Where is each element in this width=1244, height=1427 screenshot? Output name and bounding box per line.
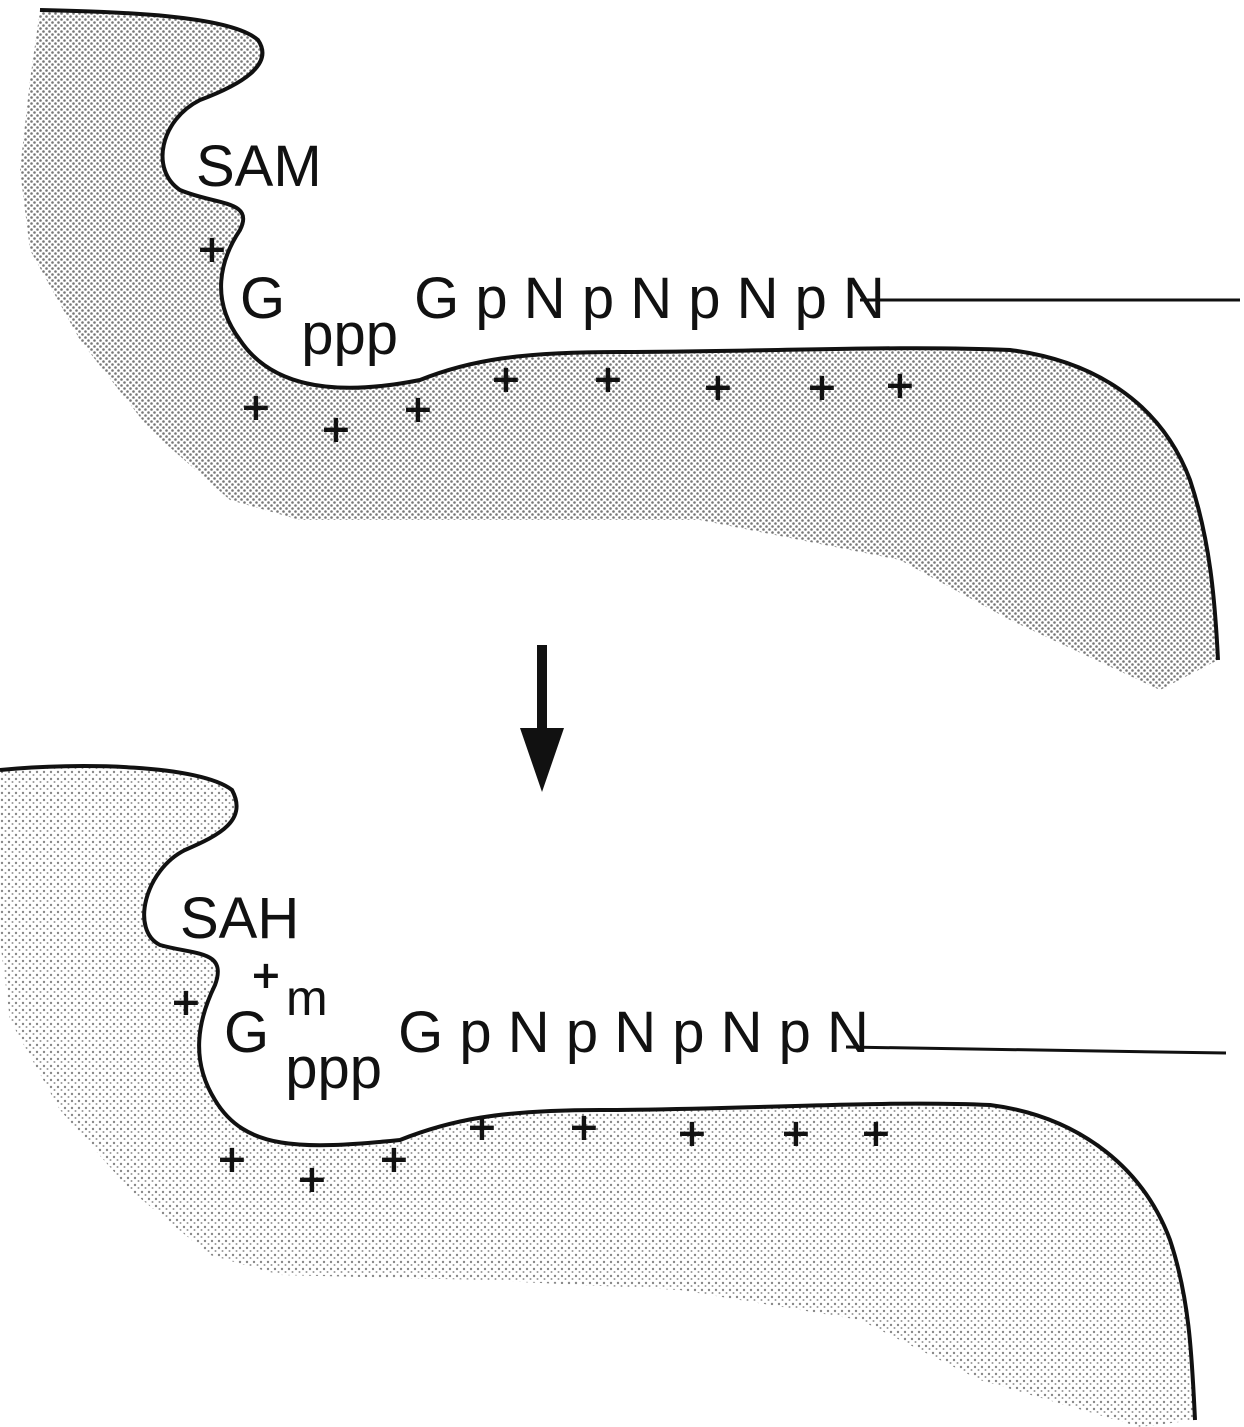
charge-bottom-1: + [170,980,202,1024]
n4-bottom: N [827,1000,869,1065]
n3-bottom: N [721,1000,763,1065]
charge-top-4: + [402,387,434,431]
methyl-charge-bottom: + [250,953,282,997]
charge-top-6: + [592,357,624,401]
n2-bottom: N [614,1000,656,1065]
p4-top: p [795,266,827,331]
charge-top-9: + [884,363,916,407]
n2-top: N [630,266,672,331]
charge-bottom-5: + [466,1105,498,1149]
n1-top: N [524,266,566,331]
charge-bottom-3: + [296,1157,328,1201]
charge-bottom-6: + [568,1105,600,1149]
p4-bottom: p [779,1000,811,1065]
charge-top-2: + [240,385,272,429]
p1-top: p [475,266,507,331]
charge-top-8: + [806,365,838,409]
cap-g-bottom: G [224,1000,269,1065]
charge-bottom-2: + [216,1137,248,1181]
p2-bottom: p [566,1000,598,1065]
second-g-top: G [414,266,459,331]
charge-top-7: + [702,365,734,409]
charge-top-1: + [196,227,228,271]
p2-top: p [582,266,614,331]
charge-bottom-7: + [676,1111,708,1155]
charge-bottom-4: + [378,1137,410,1181]
p3-bottom: p [672,1000,704,1065]
cofactor-label-bottom: SAH [180,886,299,951]
cap-ppp-bottom: ppp [285,1036,382,1101]
p1-bottom: p [459,1000,491,1065]
rna-strand-bottom [846,1047,1226,1053]
cap-ppp-top: ppp [301,302,398,367]
p3-top: p [688,266,720,331]
charge-top-5: + [490,357,522,401]
bottom-panel: SAH + m G ppp G p N p N p N p N + + + + … [0,766,1226,1427]
cap-g-top: G [240,266,285,331]
protein-surface-top [20,10,1218,690]
charge-bottom-9: + [860,1111,892,1155]
top-panel: SAM G ppp G p N p N p N p N + + + + + + … [20,10,1240,690]
n3-top: N [737,266,779,331]
cofactor-label-top: SAM [196,134,322,199]
second-g-bottom: G [398,1000,443,1065]
charge-top-3: + [320,407,352,451]
down-arrow-icon [520,645,564,792]
n1-bottom: N [508,1000,550,1065]
methyl-label-bottom: m [286,970,328,1026]
protein-surface-bottom [0,766,1195,1427]
charge-bottom-8: + [780,1111,812,1155]
